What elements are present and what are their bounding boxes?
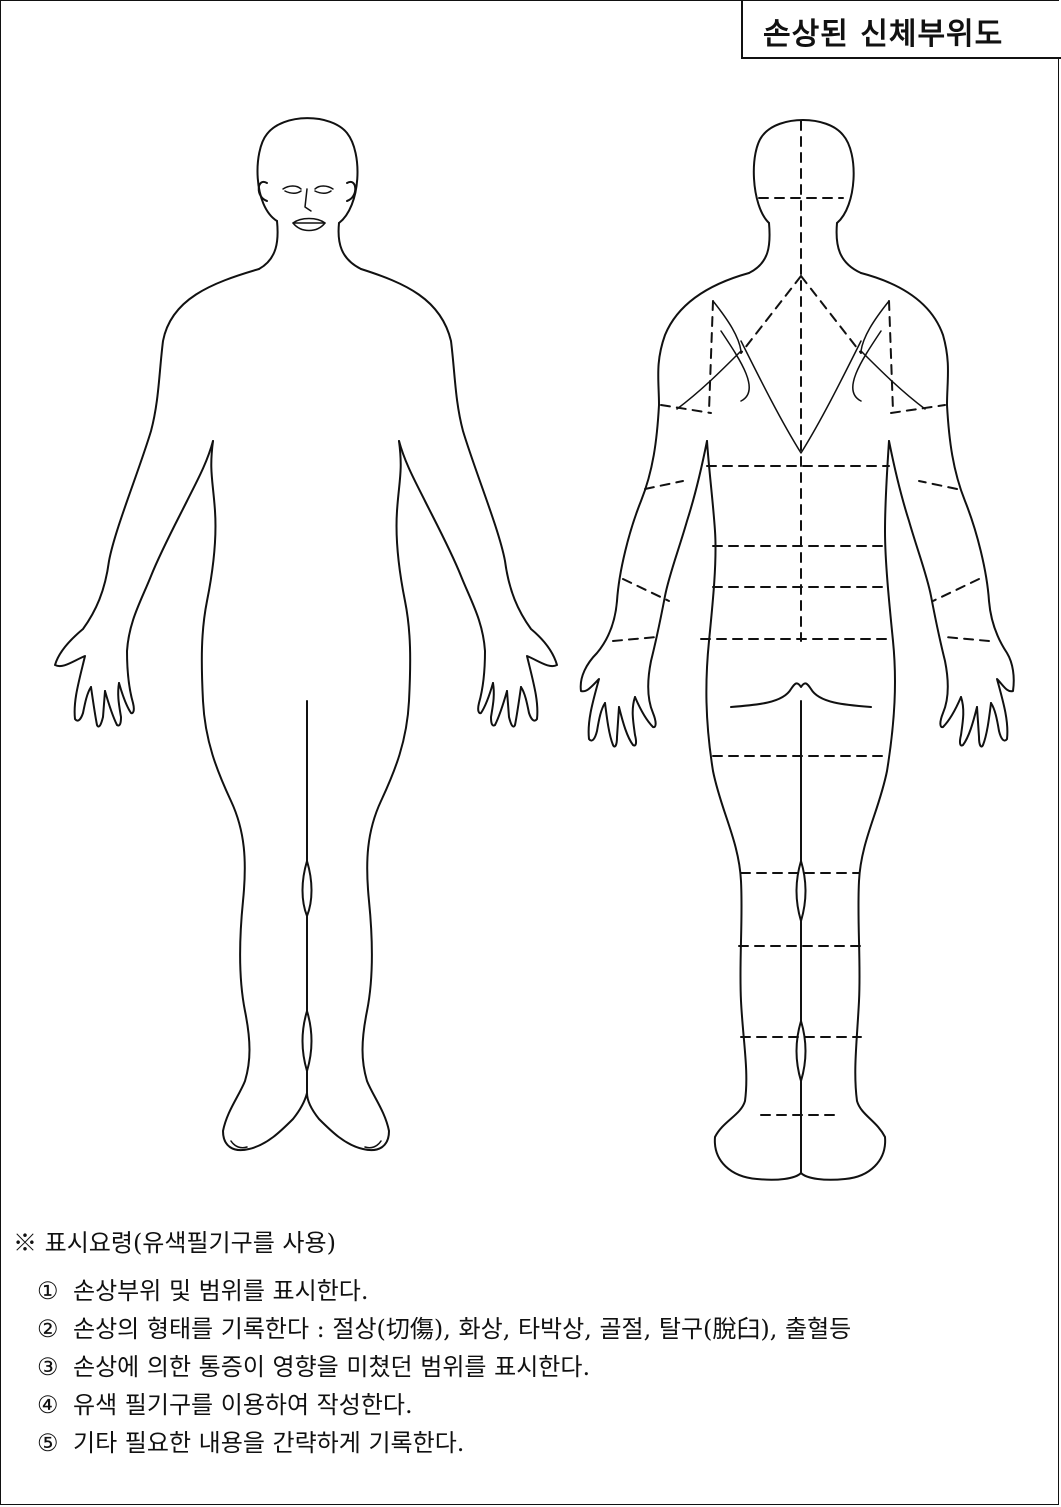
back-body-outline[interactable] — [581, 120, 1014, 1180]
item-text: 손상에 의한 통증이 영향을 미쳤던 범위를 표시한다. — [73, 1353, 590, 1381]
item-text: 유색 필기구를 이용하여 작성한다. — [73, 1391, 413, 1419]
front-face — [283, 186, 333, 231]
item-text: 기타 필요한 내용을 간략하게 기록한다. — [73, 1429, 464, 1457]
body-diagrams — [1, 1, 1061, 1201]
back-head — [754, 120, 854, 223]
item-number: ② — [37, 1311, 73, 1347]
item-number: ③ — [37, 1349, 73, 1385]
front-body-outline[interactable] — [55, 118, 557, 1150]
front-head — [258, 118, 358, 223]
item-text: 손상부위 및 범위를 표시한다. — [73, 1277, 368, 1305]
item-text: 손상의 형태를 기록한다 : 절상(切傷), 화상, 타박상, 골절, 탈구(脫… — [73, 1315, 851, 1343]
item-number: ⑤ — [37, 1425, 73, 1461]
instructions-title: ※ 표시요령(유색필기구를 사용) — [13, 1225, 1058, 1261]
item-number: ④ — [37, 1387, 73, 1423]
item-number: ① — [37, 1273, 73, 1309]
